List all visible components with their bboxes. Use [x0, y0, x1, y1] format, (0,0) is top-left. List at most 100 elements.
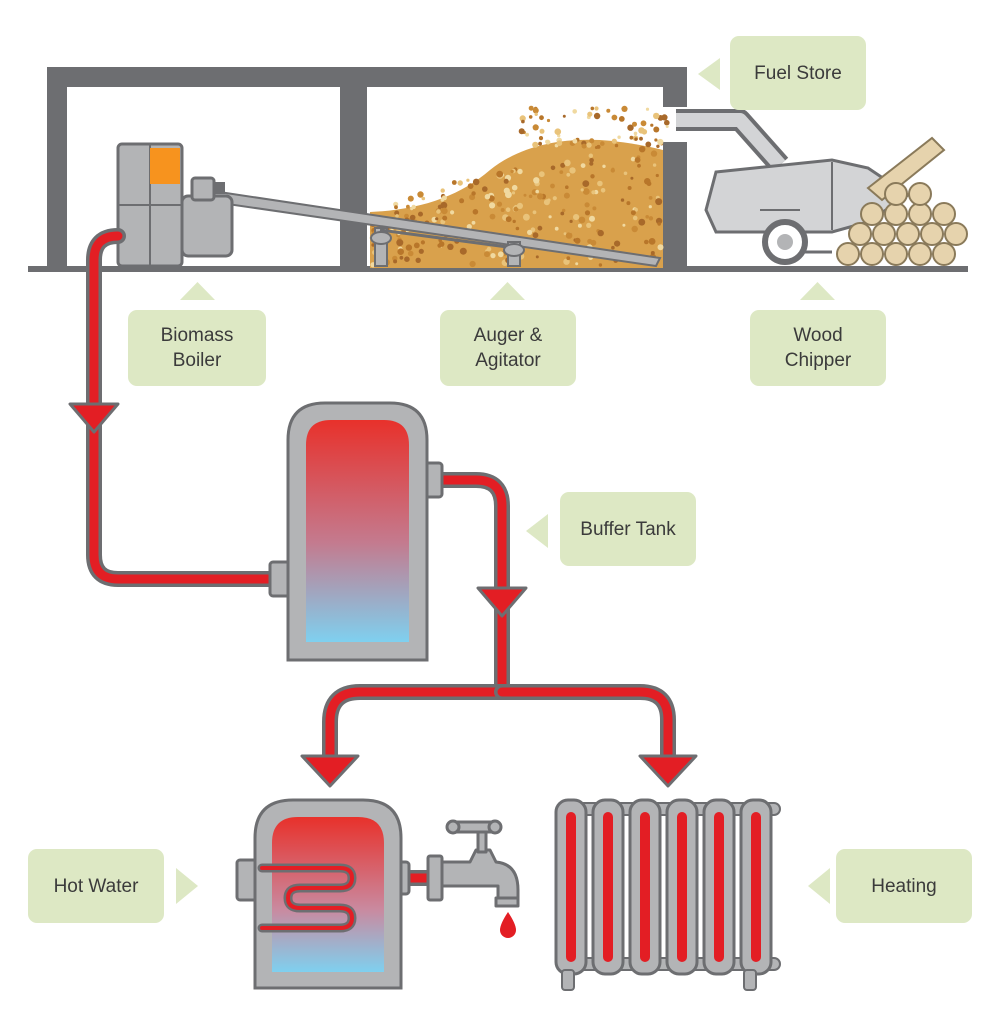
wood-chip: [655, 173, 659, 178]
wood-chip: [420, 240, 425, 245]
log: [920, 222, 944, 246]
wood-chip: [573, 214, 580, 221]
wood-chip: [630, 176, 634, 180]
wood-chip: [441, 195, 447, 201]
auger-agitator-text-line1: Auger &: [473, 325, 543, 346]
wood-chip: [484, 251, 490, 258]
wood-chip: [626, 201, 631, 206]
wood-chip: [442, 215, 448, 221]
wood-chip: [530, 227, 536, 232]
wood-chip: [406, 204, 410, 209]
wood-chip: [467, 183, 474, 190]
wood-chip-spray: [572, 109, 577, 114]
wood-chip: [435, 217, 439, 221]
auger-agitator-label: Auger & Agitator: [440, 310, 576, 386]
wood-chip: [565, 185, 569, 189]
wood-chip: [469, 260, 476, 268]
wood-chip: [620, 198, 625, 202]
log: [836, 242, 860, 266]
wood-chip: [407, 250, 414, 257]
wood-chip: [415, 257, 421, 263]
wood-chip-spray: [617, 135, 621, 139]
wood-chip-spray: [665, 125, 669, 128]
wood-chip: [589, 161, 594, 166]
wood-chip: [505, 191, 512, 199]
log: [848, 222, 872, 246]
wood-chip: [563, 192, 570, 199]
wood-chip: [503, 178, 509, 184]
wood-chip-spray: [650, 123, 654, 127]
wood-chip-spray: [600, 141, 605, 146]
wood-chip: [413, 242, 420, 249]
log: [932, 202, 956, 226]
log: [860, 242, 884, 266]
building-structure: [28, 67, 968, 272]
wood-chip: [394, 210, 400, 216]
wood-chipper-icon: [676, 109, 911, 265]
wood-chip: [497, 251, 504, 258]
log: [944, 222, 968, 246]
wood-chip: [602, 164, 606, 168]
wood-chip: [591, 190, 596, 195]
wood-chip: [580, 188, 584, 192]
wood-chip: [440, 219, 446, 225]
buffer-tank-icon: [268, 401, 444, 662]
wood-chip-spray: [640, 120, 647, 127]
wood-chip: [631, 225, 638, 233]
wood-chip: [560, 162, 566, 168]
wood-chip: [630, 210, 636, 216]
wood-chip: [490, 253, 496, 259]
wood-chip: [482, 186, 488, 192]
wood-chip: [532, 210, 537, 215]
wood-chip: [404, 213, 409, 219]
wood-chip-spray: [639, 136, 643, 141]
wood-chip-spray: [594, 106, 599, 111]
wood-chip: [562, 208, 566, 213]
wood-chip: [584, 210, 591, 216]
radiator-hot-channel: [566, 812, 576, 962]
biomass-boiler-text-line1: Biomass: [160, 325, 234, 346]
wood-chip: [657, 244, 664, 251]
wood-chip-spray: [621, 105, 628, 112]
wood-chip: [466, 224, 472, 230]
wood-chip: [648, 196, 653, 200]
wood-chip: [511, 184, 518, 191]
wood-chip: [486, 246, 492, 252]
wood-chip: [548, 215, 552, 219]
wood-chip: [550, 183, 555, 189]
wood-chip: [537, 193, 544, 200]
wood-chip: [600, 188, 606, 193]
wood-chip-spray: [528, 115, 533, 119]
wood-chip: [418, 211, 423, 217]
wood-chip-spray: [538, 141, 542, 146]
wood-chip: [552, 196, 557, 201]
wood-chip: [395, 214, 399, 218]
radiator-hot-channel: [640, 812, 650, 962]
wood-chip: [623, 171, 628, 176]
wood-chip: [638, 218, 646, 226]
wood-chip: [538, 171, 545, 178]
wood-chip: [590, 174, 595, 179]
wood-chip: [569, 167, 576, 174]
log-pile-icon: [836, 136, 968, 266]
wood-chip-spray: [590, 106, 595, 111]
buffer-tank-label: Buffer Tank: [560, 492, 696, 566]
log: [884, 182, 908, 206]
radiator-hot-channel: [677, 812, 687, 962]
wood-chip: [648, 205, 652, 209]
wood-chip-spray: [633, 131, 638, 136]
wood-chip: [574, 237, 581, 244]
log: [932, 242, 956, 266]
wood-chip-spray: [656, 144, 660, 148]
radiator-hot-channel: [714, 812, 724, 962]
wood-chip: [655, 217, 663, 225]
wood-chip: [496, 170, 504, 178]
wood-chip-spray: [581, 143, 587, 149]
log: [884, 242, 908, 266]
wood-chip: [505, 207, 511, 212]
wood-chip: [505, 216, 512, 223]
wood-chip: [394, 205, 398, 210]
wood-chip: [648, 216, 654, 221]
wood-chip: [512, 219, 516, 224]
wood-chip-spray: [593, 112, 601, 120]
